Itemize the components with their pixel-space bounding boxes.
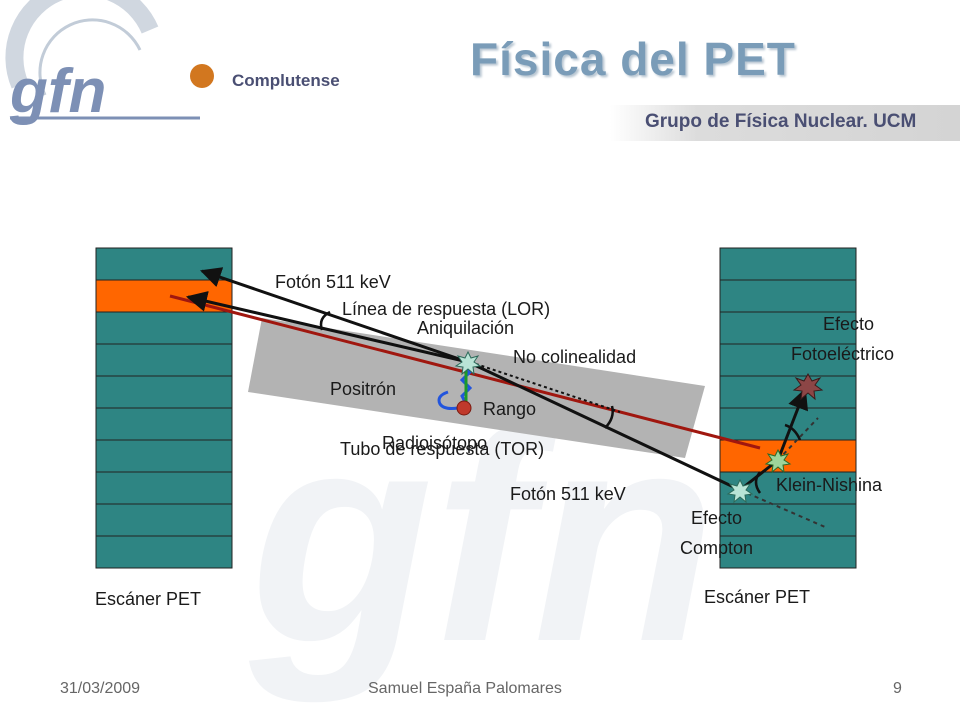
logo-ball <box>190 64 214 88</box>
gfn-complutense-logo: gfn Complutense <box>5 0 340 126</box>
label-photon-top: Fotón 511 keV <box>275 272 391 292</box>
footer-date: 31/03/2009 <box>60 680 141 697</box>
label-tor: Tubo de respuesta (TOR) <box>340 439 545 459</box>
angle-arc-lor <box>319 310 331 331</box>
label-compton-line2: Compton <box>680 538 754 558</box>
photon-path-bottom <box>467 360 741 492</box>
slide-title: Física del PET <box>470 33 796 85</box>
label-compton-line1: Efecto <box>691 508 743 528</box>
label-lor: Línea de respuesta (LOR) <box>342 299 551 319</box>
footer-page-number: 9 <box>893 680 902 697</box>
label-scanner-left: Escáner PET <box>95 589 202 609</box>
scatter-burst-icon <box>764 448 792 474</box>
positron-track <box>437 390 459 410</box>
photon-path-top <box>200 267 469 364</box>
group-banner <box>610 105 960 141</box>
label-range: Rango <box>483 399 537 419</box>
angle-arc-noncollinearity <box>604 405 614 429</box>
label-klein-nishina: Klein-Nishina <box>776 475 883 495</box>
photon-path-upper-second <box>185 291 469 364</box>
detector-left <box>95 247 233 569</box>
annihilation-burst-icon <box>454 350 482 376</box>
label-photoelectric-line1: Efecto <box>823 314 875 334</box>
collinear-reference-line <box>469 361 621 413</box>
logo-subtitle: Complutense <box>232 71 340 90</box>
radioisotope-icon <box>456 400 472 416</box>
label-photon-bottom: Fotón 511 keV <box>510 484 626 504</box>
photoelectric-burst-icon <box>792 372 824 401</box>
label-photoelectric-line2: Fotoeléctrico <box>791 344 895 364</box>
group-label: Grupo de Física Nuclear. UCM <box>645 111 917 132</box>
compton-burst-icon <box>726 478 754 504</box>
footer-author: Samuel España Palomares <box>368 680 562 697</box>
angle-arc-klein-nishina <box>754 471 762 494</box>
logo-letters: gfn <box>9 57 106 126</box>
photoelectric-path <box>776 388 808 461</box>
detector-right-hit <box>719 439 857 473</box>
label-positron: Positrón <box>330 379 397 399</box>
label-annihilation: Aniquilación <box>417 318 515 338</box>
label-radioisotope: Radioisótopo <box>382 433 488 453</box>
label-non-collinearity: No colinealidad <box>513 347 637 367</box>
angle-arc-photoelectric <box>784 423 802 441</box>
label-scanner-right: Escáner PET <box>704 587 811 607</box>
tor-band <box>248 318 705 458</box>
klein-nishina-dotted <box>777 417 819 461</box>
